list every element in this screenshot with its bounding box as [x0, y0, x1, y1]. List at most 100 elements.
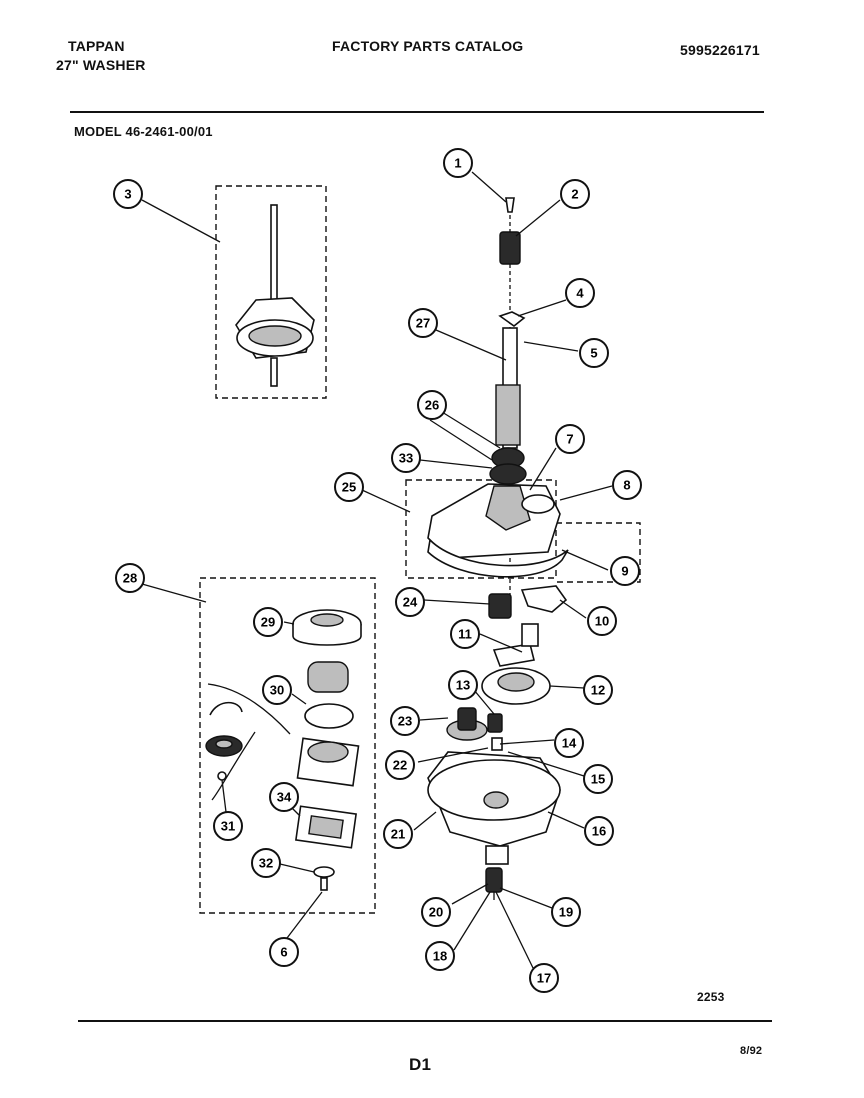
group-box-3 — [215, 185, 327, 399]
callout-30: 30 — [262, 675, 292, 705]
svg-text:18: 18 — [433, 949, 447, 964]
callout-17: 17 — [529, 963, 559, 993]
callout-15: 15 — [583, 764, 613, 794]
part-bearing-29 — [292, 609, 362, 646]
part-gear-case-21 — [427, 751, 561, 865]
callout-3: 3 — [113, 179, 143, 209]
callout-32: 32 — [251, 848, 281, 878]
detail-arc — [207, 683, 291, 735]
brand-name: TAPPAN — [68, 38, 125, 54]
callout-25: 25 — [334, 472, 364, 502]
svg-text:9: 9 — [621, 564, 628, 579]
callout-22: 22 — [385, 750, 415, 780]
callout-1: 1 — [443, 148, 473, 178]
callout-5: 5 — [579, 338, 609, 368]
callout-20: 20 — [421, 897, 451, 927]
svg-text:15: 15 — [591, 772, 605, 787]
callout-7: 7 — [555, 424, 585, 454]
part-gear-case-cover — [427, 483, 569, 578]
callout-33: 33 — [391, 443, 421, 473]
part-main-gear-12 — [481, 667, 551, 705]
leader-lines — [141, 171, 613, 971]
svg-text:27: 27 — [416, 316, 430, 331]
callout-23: 23 — [390, 706, 420, 736]
svg-text:16: 16 — [592, 824, 606, 839]
callout-4: 4 — [565, 278, 595, 308]
callout-10: 10 — [587, 606, 617, 636]
catalog-part-number: 5995226171 — [680, 42, 760, 58]
svg-text:33: 33 — [399, 451, 413, 466]
model-label: MODEL 46-2461-00/01 — [74, 124, 213, 139]
callout-21: 21 — [383, 819, 413, 849]
callout-19: 19 — [551, 897, 581, 927]
svg-text:31: 31 — [221, 819, 235, 834]
svg-text:17: 17 — [537, 971, 551, 986]
callout-18: 18 — [425, 941, 455, 971]
callout-14: 14 — [554, 728, 584, 758]
part-spacer-13-14 — [487, 713, 503, 751]
page-id: D1 — [409, 1055, 432, 1074]
svg-text:22: 22 — [393, 758, 407, 773]
svg-text:8: 8 — [623, 478, 630, 493]
svg-text:28: 28 — [123, 571, 137, 586]
svg-text:13: 13 — [456, 678, 470, 693]
group-box-25 — [405, 479, 557, 579]
callout-24: 24 — [395, 587, 425, 617]
svg-text:6: 6 — [280, 945, 287, 960]
svg-text:12: 12 — [591, 683, 605, 698]
svg-text:30: 30 — [270, 683, 284, 698]
callout-27: 27 — [408, 308, 438, 338]
part-shift-fork-10 — [520, 585, 568, 613]
part-agitator-shaft-assembly — [235, 204, 315, 387]
part-spring-30 — [304, 661, 354, 729]
callout-11: 11 — [450, 619, 480, 649]
callout-26: 26 — [417, 390, 447, 420]
detail-arc-2 — [211, 731, 256, 801]
svg-text:2: 2 — [571, 187, 578, 202]
svg-text:7: 7 — [566, 432, 573, 447]
callout-31: 31 — [213, 811, 243, 841]
callout-2: 2 — [560, 179, 590, 209]
revision-date: 8/92 — [740, 1045, 763, 1057]
part-seal-17-20 — [485, 867, 503, 900]
catalog-title: FACTORY PARTS CATALOG — [332, 38, 524, 54]
part-crank-11 — [492, 623, 539, 667]
callout-28: 28 — [115, 563, 145, 593]
callout-29: 29 — [253, 607, 283, 637]
part-gasket-34 — [295, 805, 357, 849]
part-pinion-24 — [488, 593, 512, 619]
svg-text:4: 4 — [576, 286, 584, 301]
svg-text:19: 19 — [559, 905, 573, 920]
svg-text:20: 20 — [429, 905, 443, 920]
part-washer-32 — [313, 866, 335, 891]
svg-text:11: 11 — [458, 627, 472, 642]
part-main-shaft — [489, 197, 527, 610]
part-retainer — [296, 737, 360, 787]
product-name: 27" WASHER — [56, 57, 146, 73]
callout-9: 9 — [610, 556, 640, 586]
svg-text:24: 24 — [403, 595, 418, 610]
svg-text:23: 23 — [398, 714, 412, 729]
svg-text:10: 10 — [595, 614, 609, 629]
part-clip-31 — [205, 701, 243, 781]
group-box-9 — [556, 522, 641, 583]
svg-text:26: 26 — [425, 398, 439, 413]
svg-text:25: 25 — [342, 480, 356, 495]
svg-text:21: 21 — [391, 827, 405, 842]
svg-text:34: 34 — [277, 790, 292, 805]
svg-text:1: 1 — [454, 156, 461, 171]
callout-13: 13 — [448, 670, 478, 700]
diagram-code: 2253 — [697, 990, 725, 1004]
callout-6: 6 — [269, 937, 299, 967]
callout-12: 12 — [583, 675, 613, 705]
callout-8: 8 — [612, 470, 642, 500]
svg-text:14: 14 — [562, 736, 577, 751]
callout-16: 16 — [584, 816, 614, 846]
callout-34: 34 — [269, 782, 299, 812]
svg-text:5: 5 — [590, 346, 597, 361]
svg-text:32: 32 — [259, 856, 273, 871]
svg-text:3: 3 — [124, 187, 131, 202]
part-pinion-23 — [446, 707, 488, 741]
group-box-28 — [199, 577, 376, 914]
